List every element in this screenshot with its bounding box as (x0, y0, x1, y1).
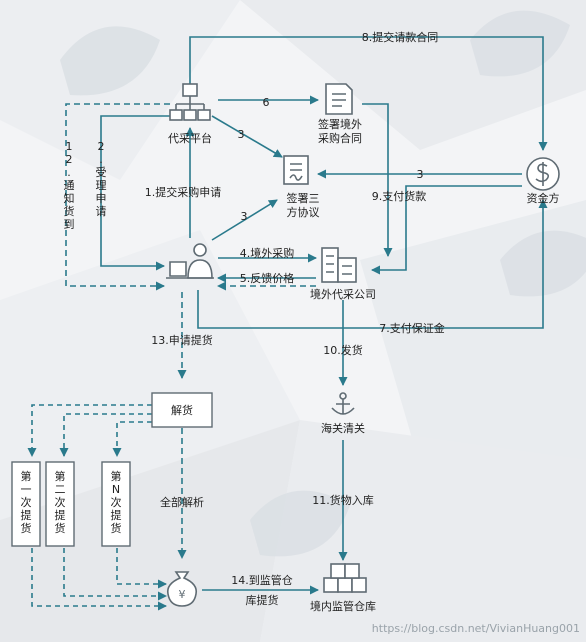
buildings-icon (321, 247, 357, 283)
contract-label-line1: 签署境外 (318, 117, 362, 131)
money-bag-icon: ¥ (166, 571, 198, 607)
pickup-label-2: 第二次提货 (55, 469, 66, 535)
edge-1-label: 1.提交采购申请 (145, 185, 222, 199)
edge-unpack-p2 (59, 413, 152, 457)
edge-11-label: 11.货物入库 (312, 493, 374, 507)
edge-3b (211, 199, 278, 241)
watermark-text: https://blog.csdn.net/VivianHuang001 (372, 622, 580, 635)
edge-5-label: 5.反馈价格 (240, 271, 295, 285)
edge-7 (197, 199, 548, 329)
contract-signature-icon (283, 155, 309, 185)
edge-3b-label: 3 (241, 210, 248, 223)
edge-9 (371, 185, 522, 275)
edge-12 (65, 103, 170, 291)
unpack-label: 解货 (171, 403, 193, 417)
edge-7-label: 7.支付保证金 (379, 321, 445, 335)
edges (27, 36, 548, 611)
anchor-icon (331, 392, 355, 415)
money-icon (526, 157, 560, 191)
edge-9-label: 9.支付货款 (372, 189, 427, 203)
tripartite-label-line1: 签署三 (287, 191, 320, 205)
unpack-box: 解货 (151, 392, 213, 428)
pickup-box-2: 第二次提货 (45, 461, 75, 547)
edge-2 (100, 115, 174, 271)
org-chart-icon (169, 83, 211, 121)
warehouse-label: 境内监管仓库 (310, 599, 376, 613)
edge-10-label: 10.发货 (323, 343, 363, 357)
edge-14-label-line2: 库提货 (246, 593, 279, 607)
edge-unpack-p3 (112, 421, 152, 457)
edge-all-parse-label: 全部解析 (160, 495, 204, 509)
pickup-box-1: 第一次提货 (11, 461, 41, 547)
edge-p1-bag (31, 548, 167, 611)
customs-label: 海关清关 (321, 421, 365, 435)
tripartite-label-line2: 方协议 (287, 205, 320, 219)
edge-2-label: 2.受理申请 (96, 140, 107, 218)
pickup-label-1: 第一次提货 (21, 469, 32, 535)
svg-text:¥: ¥ (179, 588, 186, 601)
edge-8-label: 8.提交请款合同 (362, 30, 439, 44)
boxes-icon (323, 563, 367, 593)
contract-label-line2: 采购合同 (318, 131, 362, 145)
edge-contract-overseas (362, 103, 393, 257)
watermark-logos (60, 10, 586, 557)
edge-3c-label: 3 (417, 168, 424, 181)
edge-p3-bag (116, 548, 167, 589)
person-at-computer-icon (166, 243, 214, 279)
edge-p2-bag (63, 548, 167, 601)
funder-label: 资金方 (527, 191, 560, 205)
edge-unpack-p1 (27, 404, 152, 457)
edge-3a (211, 115, 283, 158)
edge-4-label: 4.境外采购 (240, 246, 295, 260)
edge-13-label: 13.申请提货 (151, 333, 213, 347)
document-icon (325, 83, 353, 115)
edge-6-label: 6 (263, 96, 270, 109)
platform-label: 代采平台 (168, 131, 212, 145)
edge-14-label-line1: 14.到监管仓 (231, 573, 293, 587)
overseas-company-label: 境外代采公司 (310, 287, 376, 301)
edge-3a-label: 3 (238, 128, 245, 141)
edge-8 (189, 36, 548, 151)
